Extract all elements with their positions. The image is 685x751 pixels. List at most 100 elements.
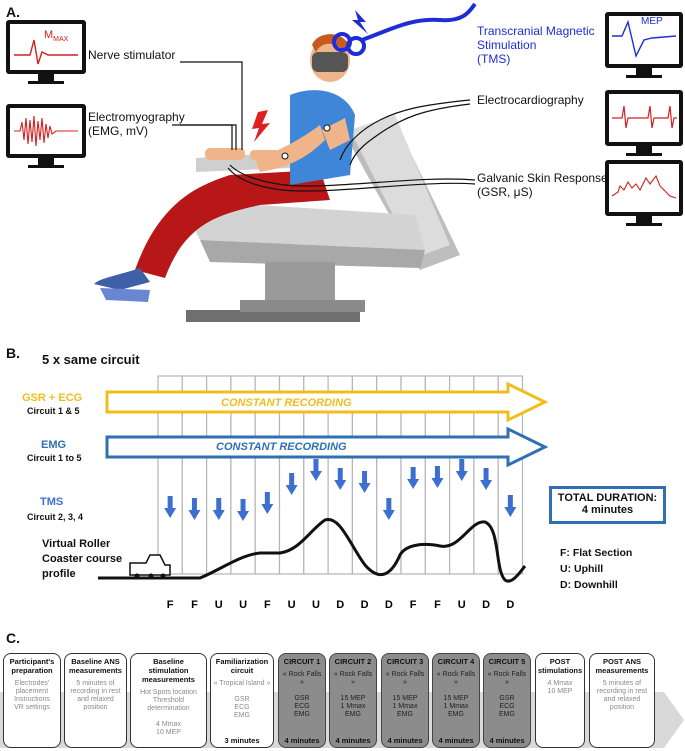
timeline-step-title: Baseline ANS measurements [69,657,122,675]
timeline-step-title: POST stimulations [538,657,583,675]
gsr-ecg-recording-arrow [105,381,549,423]
timeline-step-body: « Rock Falls » 15 MEP 1 Mmax EMG [436,671,476,718]
timeline-step-duration: 4 minutes [489,736,525,745]
total-duration-box: TOTAL DURATION: 4 minutes [549,486,666,524]
tms-pulse-arrow [455,459,468,481]
panel-b-letter: B. [6,345,20,361]
timeline-step-title: POST ANS measurements [595,657,649,675]
tms-coil [332,2,477,56]
timeline-step: CIRCUIT 2 « Rock Falls » 15 MEP 1 Mmax EM… [329,653,377,748]
tms-pulse-arrow [309,459,322,481]
monitor-mmax [6,20,86,84]
chair [180,115,460,322]
section-letter: D [506,599,514,611]
profile-label-line2: Coaster course [42,553,123,565]
timeline-step-body: « Rock Falls » 15 MEP 1 Mmax EMG [385,671,425,718]
timeline-step: Baseline ANS measurements 5 minutes of re… [64,653,127,748]
mep-label: MEP [641,16,663,27]
participant-figure [94,34,355,302]
monitor-ecg [605,90,683,156]
monitor-gsr [605,160,683,226]
timeline-step-body: « Rock Falls » GSR ECG EMG [487,671,527,718]
total-duration-title: TOTAL DURATION: [557,492,658,504]
total-duration-value: 4 minutes [581,504,634,516]
timeline-step-title: Participant's preparation [9,657,55,675]
tms-pulse-arrow [212,498,225,520]
timeline-step-title: Familiarization circuit [215,657,269,675]
timeline-step-title: CIRCUIT 4 [437,657,475,666]
timeline-step-title: CIRCUIT 1 [283,657,321,666]
tms-pulse-arrow [164,496,177,518]
emg-label: EMG [41,439,67,451]
gsr-label-line2: (GSR, μS) [477,185,533,199]
legend-downhill: D: Downhill [560,579,618,591]
section-letter: D [336,599,344,611]
emg-sub: Circuit 1 to 5 [27,453,82,463]
gsr-ecg-arrow-text: CONSTANT RECORDING [221,397,352,409]
legend-flat: F: Flat Section [560,547,633,559]
cables [172,61,476,192]
timeline-step: POST ANS measurements 5 minutes of record… [589,653,655,748]
panel-b-title: 5 x same circuit [42,352,140,367]
monitor-emg [6,104,86,168]
timeline-step: POST stimulations 4 Mmax 10 MEP [535,653,585,748]
panel-a-letter: A. [6,4,20,20]
timeline-step-duration: 4 minutes [284,736,320,745]
section-letter: D [482,599,490,611]
emg-unit-label: (EMG, mV) [88,124,148,138]
section-letter: F [191,599,198,611]
section-letter: U [312,599,320,611]
section-letter: D [385,599,393,611]
profile-label-line3: profile [42,568,76,580]
tms-pulse-arrow [431,466,444,488]
timeline-step: CIRCUIT 3« Rock Falls » 15 MEP 1 Mmax EM… [381,653,429,748]
timeline-step-body: « Rock Falls » GSR ECG EMG [282,671,322,718]
tms-pulse-arrow [188,498,201,520]
timeline-step-body: Electrodes' placement Instructions VR se… [14,680,50,711]
roller-coaster-cart [129,554,171,579]
section-letter: F [410,599,417,611]
tms-label-line3: (TMS) [477,52,511,66]
tms-label-line1: Transcranial Magnetic [477,24,595,38]
stimulator-bolt [252,110,270,142]
timeline-step-body: 5 minutes of recording in rest and relax… [596,680,648,711]
tms-label: TMS [40,496,64,508]
course-profile-line [110,518,527,583]
tms-pulse-arrow [334,468,347,490]
timeline-step-duration: 4 minutes [387,736,423,745]
section-letter: U [239,599,247,611]
tms-pulse-arrow [358,471,371,493]
timeline-step-body: 5 minutes of recording in rest and relax… [70,680,121,711]
legend-uphill: U: Uphill [560,563,604,575]
tms-pulse-arrow [480,468,493,490]
tms-pulse-arrow [504,495,517,517]
tms-pulse-arrows [164,459,517,521]
ecg-label: Electrocardiography [477,93,584,107]
emg-title-label: Electromyography [88,110,185,124]
tms-pulse-arrow [382,498,395,520]
tms-pulse-arrow [285,473,298,495]
timeline-step-title: CIRCUIT 2 [334,657,372,666]
timeline-step: CIRCUIT 1 « Rock Falls » GSR ECG EMG 4 min… [278,653,326,748]
section-legend: F: Flat Section U: Uphill D: Downhill [560,545,632,593]
section-letter: F [167,599,174,611]
timeline-step-body: « Rock Falls » 15 MEP 1 Mmax EMG [333,671,373,718]
timeline-step: CIRCUIT 4 « Rock Falls » 15 MEP 1 Mmax EM… [432,653,480,748]
tms-pulse-arrow [261,492,274,514]
tms-sub: Circuit 2, 3, 4 [27,512,84,522]
timeline-step-duration: 3 minutes [224,736,260,745]
timeline-step-duration: 4 minutes [438,736,474,745]
timeline-step-body: Hot Spots location Threshold determinati… [140,689,197,736]
gsr-label-line1: Galvanic Skin Response [477,171,608,185]
timeline-step-body: 4 Mmax 10 MEP [547,680,573,695]
emg-arrow-text: CONSTANT RECORDING [216,441,347,453]
section-letter: U [458,599,466,611]
emg-recording-arrow [105,426,549,468]
panel-c-letter: C. [6,630,20,646]
gsr-ecg-label: GSR + ECG [22,392,83,404]
section-letter: U [288,599,296,611]
